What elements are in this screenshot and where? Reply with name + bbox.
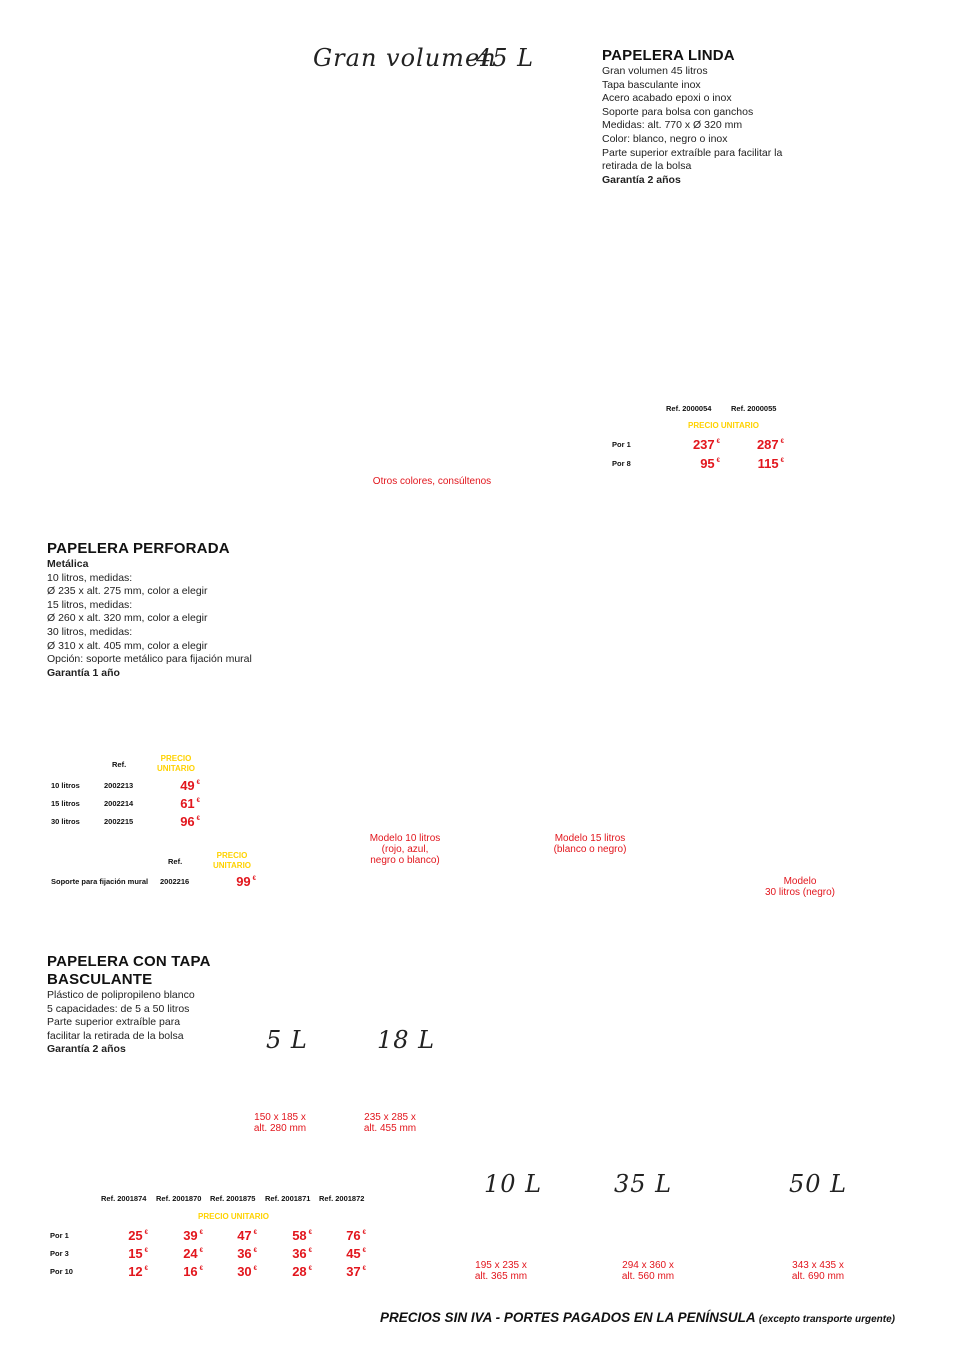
linda-lines: Gran volumen 45 litros Tapa basculante i…: [602, 65, 832, 187]
perforada-subtitle: Metálica: [47, 558, 89, 570]
linda-line: Parte superior extraíble para facilitar …: [602, 146, 783, 159]
footer-sub: (excepto transporte urgente): [758, 1314, 895, 1325]
caption-model-15: Modelo 15 litros(blanco o negro): [553, 833, 627, 855]
basculante-description: PAPELERA CON TAPA BASCULANTE Plástico de…: [47, 953, 247, 1057]
perforada-price: 61€: [180, 796, 200, 811]
support-label: Soporte para fijación mural: [51, 877, 149, 886]
perforada-line: Opción: soporte metálico para fijación m…: [47, 653, 252, 666]
linda-row-label: Por 1: [612, 440, 631, 449]
linda-price: 237€: [692, 437, 720, 452]
volume-5: 5 L: [266, 1026, 308, 1054]
support-ref-header: Ref.: [168, 857, 183, 866]
basculante-price: 37€: [346, 1264, 366, 1279]
perforada-line: Ø 310 x alt. 405 mm, color a elegir: [47, 639, 208, 652]
linda-handwritten-label: Gran volumen: [313, 44, 497, 72]
basculante-price: 30€: [237, 1264, 257, 1279]
basculante-title-2: BASCULANTE: [47, 971, 153, 988]
basculante-ref: Ref. 2001870: [156, 1194, 202, 1203]
basculante-line: Plástico de polipropileno blanco: [47, 989, 195, 1001]
perforada-price: 49€: [180, 778, 200, 793]
basculante-price: 12€: [128, 1264, 148, 1279]
basculante-row-label: Por 10: [50, 1267, 73, 1276]
volume-10: 10 L: [484, 1170, 543, 1198]
basculante-ref: Ref. 2001874: [101, 1194, 147, 1203]
basculante-price: 28€: [292, 1264, 312, 1279]
perforada-description: PAPELERA PERFORADA Metálica 10 litros, m…: [47, 540, 307, 680]
caption-model-10: Modelo 10 litros(rojo, azul,negro o blan…: [369, 833, 441, 866]
perforada-line: Ø 235 x alt. 275 mm, color a elegir: [47, 585, 208, 598]
basculante-row-label: Por 1: [50, 1231, 69, 1240]
basculante-price: 58€: [292, 1228, 312, 1243]
basculante-line: 5 capacidades: de 5 a 50 litros: [47, 1002, 190, 1015]
perforada-row-label: 30 litros: [51, 817, 80, 826]
footer-note: PRECIOS SIN IVA - PORTES PAGADOS EN LA P…: [380, 1310, 895, 1325]
linda-unit-price-label: PRECIO UNITARIO: [688, 421, 759, 430]
basculante-title-1: PAPELERA CON TAPA: [47, 953, 211, 970]
perforada-row-label: 15 litros: [51, 799, 80, 808]
perforada-price: 96€: [180, 814, 200, 829]
perforada-line: 10 litros, medidas:: [47, 571, 133, 584]
basculante-ref: Ref. 2001875: [210, 1194, 256, 1203]
linda-line: retirada de la bolsa: [602, 160, 692, 173]
linda-colors-note: Otros colores, consúltenos: [372, 476, 492, 487]
basculante-guarantee: Garantía 2 años: [47, 1043, 126, 1056]
basculante-unit-price-label: PRECIO UNITARIO: [198, 1212, 269, 1221]
linda-ref-2: Ref. 2000055: [731, 404, 777, 413]
footer-main: PRECIOS SIN IVA - PORTES PAGADOS EN LA P…: [380, 1310, 756, 1325]
linda-price: 95€: [700, 456, 720, 471]
perforada-line: 30 litros, medidas:: [47, 625, 133, 638]
perforada-row-ref: 2002214: [104, 799, 134, 808]
volume-50: 50 L: [789, 1170, 848, 1198]
basculante-price: 24€: [183, 1246, 203, 1261]
perforada-row-label: 10 litros: [51, 781, 80, 790]
linda-line: Gran volumen 45 litros: [602, 65, 708, 77]
perforada-row-ref: 2002213: [104, 781, 134, 790]
perforada-line: Ø 260 x alt. 320 mm, color a elegir: [47, 612, 208, 625]
perforada-ref-header: Ref.: [112, 760, 127, 769]
linda-ref-1: Ref. 2000054: [666, 404, 712, 413]
linda-row-label: Por 8: [612, 459, 631, 468]
perforada-guarantee: Garantía 1 año: [47, 666, 120, 679]
basculante-price: 15€: [128, 1246, 148, 1261]
linda-guarantee: Garantía 2 años: [602, 173, 681, 186]
basculante-price: 36€: [292, 1246, 312, 1261]
basculante-line: Parte superior extraíble para: [47, 1016, 181, 1029]
basculante-price: 36€: [237, 1246, 257, 1261]
perforada-row-ref: 2002215: [104, 817, 134, 826]
basculante-price: 47€: [237, 1228, 257, 1243]
perforada-line: 15 litros, medidas:: [47, 598, 133, 611]
basculante-row-label: Por 3: [50, 1249, 69, 1258]
basculante-ref: Ref. 2001871: [265, 1194, 311, 1203]
basculante-price: 45€: [346, 1246, 366, 1261]
perforada-title: PAPELERA PERFORADA: [47, 540, 230, 557]
basculante-price: 76€: [346, 1228, 366, 1243]
support-price: 99€: [236, 874, 256, 889]
linda-line: Acero acabado epoxi o inox: [602, 92, 732, 105]
support-ref: 2002216: [160, 877, 190, 886]
basculante-price: 39€: [183, 1228, 203, 1243]
linda-line: Tapa basculante inox: [602, 78, 701, 91]
linda-price: 287€: [756, 437, 784, 452]
linda-line: Color: blanco, negro o inox: [602, 132, 728, 145]
basculante-price: 25€: [128, 1228, 148, 1243]
linda-title: PAPELERA LINDA: [602, 47, 735, 64]
linda-handwritten-volume: 45 L: [476, 44, 535, 72]
linda-line: Soporte para bolsa con ganchos: [602, 105, 754, 118]
volume-35: 35 L: [614, 1170, 673, 1198]
linda-price: 115€: [757, 456, 784, 471]
basculante-price: 16€: [183, 1264, 203, 1279]
basculante-ref: Ref. 2001872: [319, 1194, 365, 1203]
linda-description: PAPELERA LINDA Gran volumen 45 litros Ta…: [602, 47, 832, 187]
linda-line: Medidas: alt. 770 x Ø 320 mm: [602, 119, 743, 132]
volume-18: 18 L: [377, 1026, 436, 1054]
basculante-line: facilitar la retirada de la bolsa: [47, 1029, 184, 1042]
